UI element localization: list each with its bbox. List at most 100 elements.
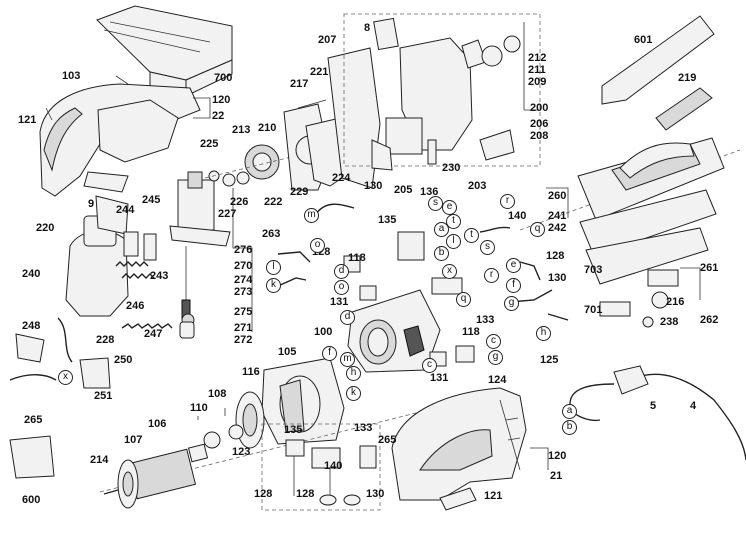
part-number: 208 — [530, 130, 549, 142]
part-number: 118 — [348, 252, 366, 264]
part-number: 124 — [488, 374, 507, 386]
part-number: 244 — [116, 204, 135, 216]
wire-ref: o — [334, 280, 349, 295]
part-number: 131 — [330, 296, 349, 308]
part-number: 130 — [548, 272, 567, 284]
part-number: 210 — [258, 122, 277, 134]
dust-adapter — [601, 15, 715, 131]
part-number: 271 — [234, 322, 253, 334]
part-number: 251 — [94, 390, 113, 402]
part-number: 272 — [234, 334, 253, 346]
wire-ref: o — [310, 238, 325, 253]
wire-ref: m — [340, 352, 355, 367]
part-number: 211 — [528, 64, 546, 76]
part-number: 222 — [264, 196, 283, 208]
part-number: 221 — [310, 66, 329, 78]
part-number: 133 — [354, 422, 373, 434]
part-number: 601 — [634, 34, 653, 46]
part-number: 241 — [548, 210, 567, 222]
part-number: 106 — [148, 418, 167, 430]
wire-ref: s — [480, 240, 495, 255]
wire-ref: k — [346, 386, 361, 401]
part-number: 228 — [96, 334, 115, 346]
stator-coil — [261, 357, 345, 445]
callout-lines — [45, 22, 701, 470]
part-number: 700 — [214, 72, 233, 84]
carry-case — [96, 5, 233, 97]
wire-ref: f — [506, 278, 521, 293]
part-number: 238 — [660, 316, 679, 328]
wire-ref: d — [334, 264, 349, 279]
part-number: 216 — [666, 296, 685, 308]
part-number: 9 — [88, 198, 95, 210]
motor-front-housing — [65, 195, 129, 317]
part-number: 131 — [430, 372, 449, 384]
part-number: 100 — [314, 326, 333, 338]
part-number: 260 — [548, 190, 567, 202]
part-number: 265 — [24, 414, 43, 426]
accessories — [9, 269, 679, 511]
part-number: 120 — [212, 94, 231, 106]
part-number: 8 — [364, 22, 371, 34]
gear-train — [204, 144, 321, 187]
part-number: 212 — [528, 52, 547, 64]
part-number: 130 — [364, 180, 383, 192]
part-number: 276 — [234, 244, 253, 256]
part-number: 265 — [378, 434, 397, 446]
part-number: 140 — [508, 210, 527, 222]
wire-ref: c — [486, 334, 501, 349]
part-number: 242 — [548, 222, 567, 234]
part-number: 107 — [124, 434, 143, 446]
part-number: 226 — [230, 196, 249, 208]
part-number: 205 — [394, 184, 413, 196]
motor-stator — [347, 289, 441, 373]
part-number: 224 — [332, 172, 351, 184]
part-number: 140 — [324, 460, 343, 472]
wire-ref: r — [484, 268, 499, 283]
part-number: 136 — [420, 186, 439, 198]
part-number: 130 — [366, 488, 385, 500]
wire-ref: a — [434, 222, 449, 237]
gearbox-housing — [343, 13, 541, 171]
power-cord — [569, 365, 746, 461]
part-number: 213 — [232, 124, 251, 136]
part-number: 247 — [144, 328, 163, 340]
springs — [115, 231, 173, 329]
part-number: 206 — [530, 118, 549, 130]
wire-ref: g — [488, 350, 503, 365]
part-number: 128 — [254, 488, 273, 500]
part-number: 108 — [208, 388, 227, 400]
part-number: 123 — [232, 446, 251, 458]
part-number: 270 — [234, 260, 253, 272]
fan-baffle — [235, 391, 265, 449]
part-number: 116 — [242, 366, 260, 378]
part-number: 5 — [650, 400, 657, 412]
part-number: 219 — [678, 72, 697, 84]
wire-ref: f — [322, 346, 337, 361]
part-number: 105 — [278, 346, 297, 358]
part-number: 118 — [462, 326, 480, 338]
part-number: 120 — [548, 450, 567, 462]
part-number: 263 — [262, 228, 281, 240]
part-number: 261 — [700, 262, 719, 274]
part-number: 128 — [296, 488, 315, 500]
wire-ref: g — [504, 296, 519, 311]
wire-ref: t — [446, 214, 461, 229]
part-number: 220 — [36, 222, 55, 234]
part-number: 103 — [62, 70, 81, 82]
part-number: 701 — [584, 304, 603, 316]
part-number: 248 — [22, 320, 41, 332]
wire-ref: e — [506, 258, 521, 273]
part-number: 22 — [212, 110, 225, 122]
part-number: 21 — [550, 470, 563, 482]
wire-ref: k — [266, 278, 281, 293]
wire-ref: e — [442, 200, 457, 215]
part-number: 214 — [90, 454, 109, 466]
part-number: 225 — [200, 138, 219, 150]
part-number: 135 — [284, 424, 303, 436]
part-number: 229 — [290, 186, 309, 198]
wire-ref: a — [562, 404, 577, 419]
wire-ref: x — [442, 264, 457, 279]
part-number: 703 — [584, 264, 603, 276]
upper-housing-cover — [39, 83, 201, 197]
